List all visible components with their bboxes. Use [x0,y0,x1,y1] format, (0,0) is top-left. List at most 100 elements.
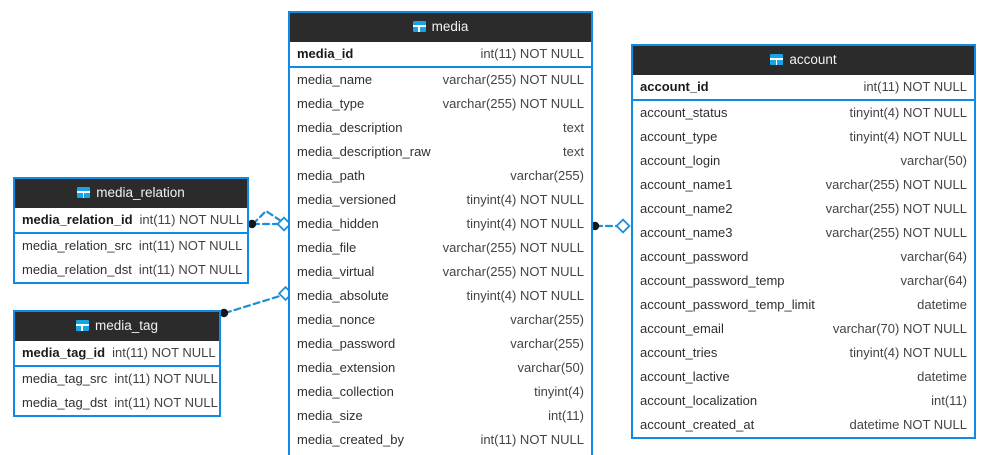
field-type: int(11) NOT NULL [114,370,218,386]
field-type: int(11) NOT NULL [480,432,584,448]
field-type: varchar(50) [900,152,967,168]
field-type: tinyint(4) NOT NULL [466,191,584,207]
field-name: media_file [297,239,357,255]
field-type: tinyint(4) [534,384,584,400]
entity-title: media_relation [96,185,185,200]
field-name: account_id [640,78,709,94]
field-row[interactable]: media_tag_dst int(11) NOT NULL [15,391,219,415]
field-row[interactable]: media_id int(11) NOT NULL [290,42,591,66]
field-name: media_id [297,45,354,61]
relation-source-dot [219,308,229,318]
field-type: varchar(255) [510,336,584,352]
field-type: varchar(255) [510,312,584,328]
field-name: account_created_at [640,417,755,433]
field-name: media_relation_src [22,237,132,253]
field-name: account_lactive [640,369,730,385]
primary-key-section: account_id int(11) NOT NULL [633,75,974,101]
entity-media_tag[interactable]: media_tag media_tag_id int(11) NOT NULL … [13,310,221,417]
field-row[interactable]: account_name1 varchar(255) NOT NULL [633,173,974,197]
field-type: datetime NOT NULL [849,417,967,433]
field-type: varchar(255) NOT NULL [442,263,584,279]
field-type: varchar(50) [517,360,584,376]
field-row[interactable]: media_password varchar(255) [290,332,591,356]
field-type: datetime [917,296,967,312]
field-name: media_password [297,336,396,352]
field-type: int(11) NOT NULL [114,394,218,410]
field-name: media_description [297,119,403,135]
field-type: varchar(255) NOT NULL [442,71,584,87]
field-name: media_virtual [297,263,375,279]
entity-media[interactable]: media media_id int(11) NOT NULL media_na… [288,11,593,455]
field-type: varchar(255) NOT NULL [825,200,967,216]
field-name: media_hidden [297,215,379,231]
field-type: varchar(255) NOT NULL [442,95,584,111]
field-row[interactable]: media_tag_src int(11) NOT NULL [15,367,219,391]
field-name: media_tag_dst [22,394,108,410]
field-row[interactable]: account_id int(11) NOT NULL [633,75,974,99]
field-name: account_localization [640,393,758,409]
entity-account[interactable]: account account_id int(11) NOT NULL acco… [631,44,976,440]
field-type: tinyint(4) NOT NULL [849,104,967,120]
field-name: media_tag_id [22,344,106,360]
field-row[interactable]: account_name2 varchar(255) NOT NULL [633,197,974,221]
field-type: varchar(64) [900,272,967,288]
field-name: account_type [640,128,718,144]
relation-target-diamond [615,218,631,234]
field-row[interactable]: media_virtual varchar(255) NOT NULL [290,260,591,284]
field-name: account_tries [640,345,718,361]
relation-media_relation-media [247,209,292,232]
field-name: media_tag_src [22,370,108,386]
field-name: account_name3 [640,224,733,240]
field-name: account_password_temp_limit [640,296,815,312]
field-name: account_password [640,248,749,264]
field-row[interactable]: media_file varchar(255) NOT NULL [290,236,591,260]
field-name: media_path [297,167,365,183]
primary-key-section: media_relation_id int(11) NOT NULL [15,208,247,234]
field-row[interactable]: account_password_temp_limit datetime [633,293,974,317]
field-name: media_relation_id [22,211,133,227]
field-name: account_name1 [640,176,733,192]
field-row[interactable]: media_relation_src int(11) NOT NULL [15,234,247,258]
entity-media_relation[interactable]: media_relation media_relation_id int(11)… [13,177,249,284]
field-type: varchar(255) NOT NULL [825,224,967,240]
field-row[interactable]: media_relation_id int(11) NOT NULL [15,208,247,232]
field-row[interactable]: account_created_at datetime NOT NULL [633,413,974,437]
table-icon [770,54,784,66]
field-name: media_relation_dst [22,261,132,277]
field-name: account_name2 [640,200,733,216]
field-name: account_email [640,320,724,336]
fields-section: media_relation_src int(11) NOT NULL medi… [15,234,247,282]
field-type: int(11) NOT NULL [863,78,967,94]
field-type: tinyint(4) NOT NULL [466,287,584,303]
field-type: int(11) NOT NULL [112,344,216,360]
field-type: int(11) NOT NULL [138,237,243,253]
field-type: text [563,143,584,159]
field-type: varchar(255) NOT NULL [442,239,584,255]
field-row[interactable]: media_relation_dst int(11) NOT NULL [15,258,247,282]
field-type: varchar(255) NOT NULL [825,176,967,192]
field-row[interactable]: account_name3 varchar(255) NOT NULL [633,221,974,245]
field-row[interactable]: media_tag_id int(11) NOT NULL [15,341,219,365]
